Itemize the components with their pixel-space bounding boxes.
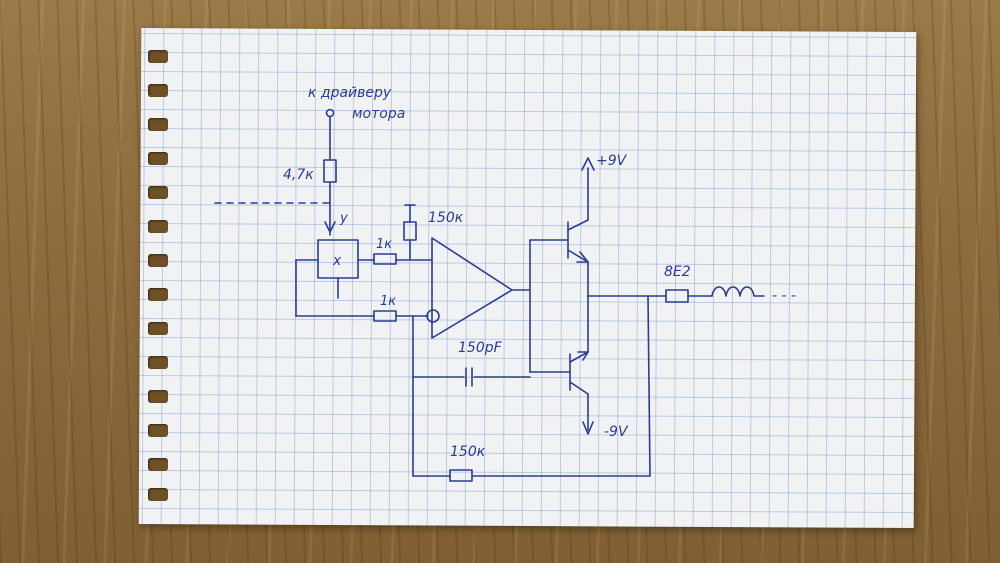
driver-label-line1: к драйверу <box>308 85 392 101</box>
binding-hole <box>148 50 168 63</box>
capacitor-150pf <box>412 367 531 387</box>
binding-hole <box>148 118 168 131</box>
speaker-output <box>587 286 765 303</box>
pot-x-label: x <box>332 253 342 269</box>
pot-y-label: y <box>339 211 348 226</box>
minus-9v-label: -9V <box>604 424 629 440</box>
resistor-1k-lower-label: 1к <box>380 294 396 309</box>
binding-hole <box>148 152 168 165</box>
speaker-label: 8E2 <box>664 264 691 280</box>
binding-hole <box>148 84 168 97</box>
driver-terminal <box>325 108 335 161</box>
trailing-dashes: - - - <box>772 288 796 304</box>
transistor-pnp-lower <box>529 295 594 435</box>
resistor-150k-top <box>403 204 417 261</box>
binding-hole <box>148 254 168 267</box>
binding-hole <box>148 424 168 437</box>
resistor-150k-top-label: 150к <box>428 210 464 226</box>
transistor-npn-upper <box>529 157 595 297</box>
binding-hole <box>148 356 168 369</box>
driver-label-line2: мотора <box>352 106 405 122</box>
resistor-1k-upper <box>373 253 433 265</box>
resistor-1k-upper-label: 1к <box>376 237 392 252</box>
potentiometer-box <box>295 239 375 317</box>
binding-hole <box>148 488 168 501</box>
capacitor-150pf-label: 150pF <box>458 340 503 356</box>
binding-hole <box>148 220 168 233</box>
binding-hole <box>148 288 168 301</box>
resistor-4-7k-label: 4,7к <box>283 167 314 183</box>
binding-hole <box>148 390 168 403</box>
resistor-4-7k <box>323 159 337 236</box>
resistor-1k-lower <box>373 310 429 322</box>
op-amp <box>426 237 531 339</box>
binding-hole <box>148 322 168 335</box>
feedback-network <box>412 295 651 482</box>
resistor-150k-bottom-label: 150к <box>450 444 486 460</box>
plus-9v-label: +9V <box>596 153 628 169</box>
binding-hole <box>148 458 168 471</box>
binding-hole <box>148 186 168 199</box>
